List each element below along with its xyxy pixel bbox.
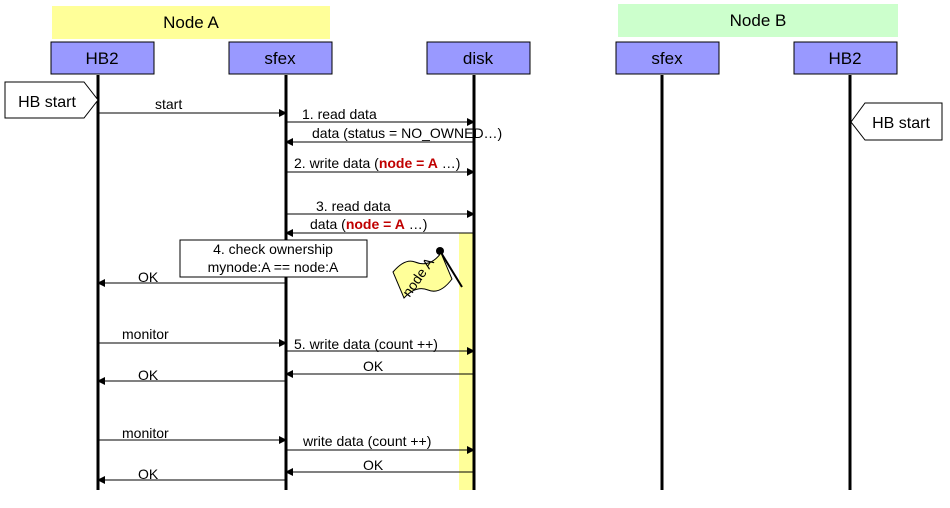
lifeline-label-disk: disk	[463, 49, 494, 68]
msg-data-status-label: data (status = NO_OWNED…)	[312, 125, 502, 141]
lifeline-box-b-hb2	[793, 41, 898, 75]
node-a-header: Node A	[163, 13, 219, 32]
callout-a-hb-start-label: HB start	[18, 94, 76, 111]
check-ownership-line2: mynode:A == node:A	[208, 259, 339, 275]
msg-write-2-suffix: …)	[438, 155, 461, 171]
msg-monitor-2-label: monitor	[122, 425, 169, 441]
lifeline-box-a-hb2	[50, 41, 155, 75]
lifeline-label-b-sfex: sfex	[651, 49, 683, 68]
ownership-flag: node A	[392, 247, 463, 300]
lifeline-box-b-sfex	[615, 41, 720, 75]
msg-write-5-label: 5. write data (count ++)	[294, 336, 438, 352]
callout-b-hb-start-label: HB start	[872, 115, 930, 132]
disk-lock-highlight	[459, 233, 474, 490]
msg-ok-4-label: OK	[363, 457, 384, 473]
msg-write-2-label: 2. write data (node = A …)	[294, 155, 460, 171]
flag-pole	[439, 250, 463, 288]
msg-read-1-label: 1. read data	[302, 106, 377, 122]
msg-write-2-node: node = A	[379, 155, 438, 171]
msg-monitor-1-label: monitor	[122, 326, 169, 342]
flag-pole-knob	[436, 247, 444, 255]
msg-data-node-label: data (node = A …)	[310, 216, 427, 232]
msg-data-node-node: node = A	[346, 216, 405, 232]
msg-ok-2-label: OK	[363, 358, 384, 374]
msg-data-node-suffix: …)	[405, 216, 428, 232]
node-b-header: Node B	[730, 11, 787, 30]
msg-write-2-prefix: 2. write data (	[294, 155, 379, 171]
callout-a-hb-start	[4, 81, 99, 119]
callout-b-hb-start	[850, 102, 943, 141]
check-ownership-box	[179, 239, 368, 278]
lifeline-label-a-sfex: sfex	[264, 49, 296, 68]
msg-ok-3-label: OK	[138, 367, 159, 383]
lifeline-box-a-sfex	[228, 41, 333, 75]
lifeline-label-b-hb2: HB2	[828, 49, 861, 68]
msg-ok-5-label: OK	[138, 466, 159, 482]
lifeline-box-disk	[426, 41, 531, 75]
msg-read-3-label: 3. read data	[316, 198, 391, 214]
node-a-header-bg	[52, 6, 330, 39]
msg-ok-1-label: OK	[138, 269, 159, 285]
msg-write-6-label: write data (count ++)	[302, 433, 431, 449]
lifeline-label-a-hb2: HB2	[85, 49, 118, 68]
msg-data-node-prefix: data (	[310, 216, 346, 232]
check-ownership-line1: 4. check ownership	[213, 241, 333, 257]
msg-start-label: start	[155, 96, 182, 112]
node-b-header-bg	[618, 4, 898, 37]
flag-cloth	[392, 251, 453, 299]
